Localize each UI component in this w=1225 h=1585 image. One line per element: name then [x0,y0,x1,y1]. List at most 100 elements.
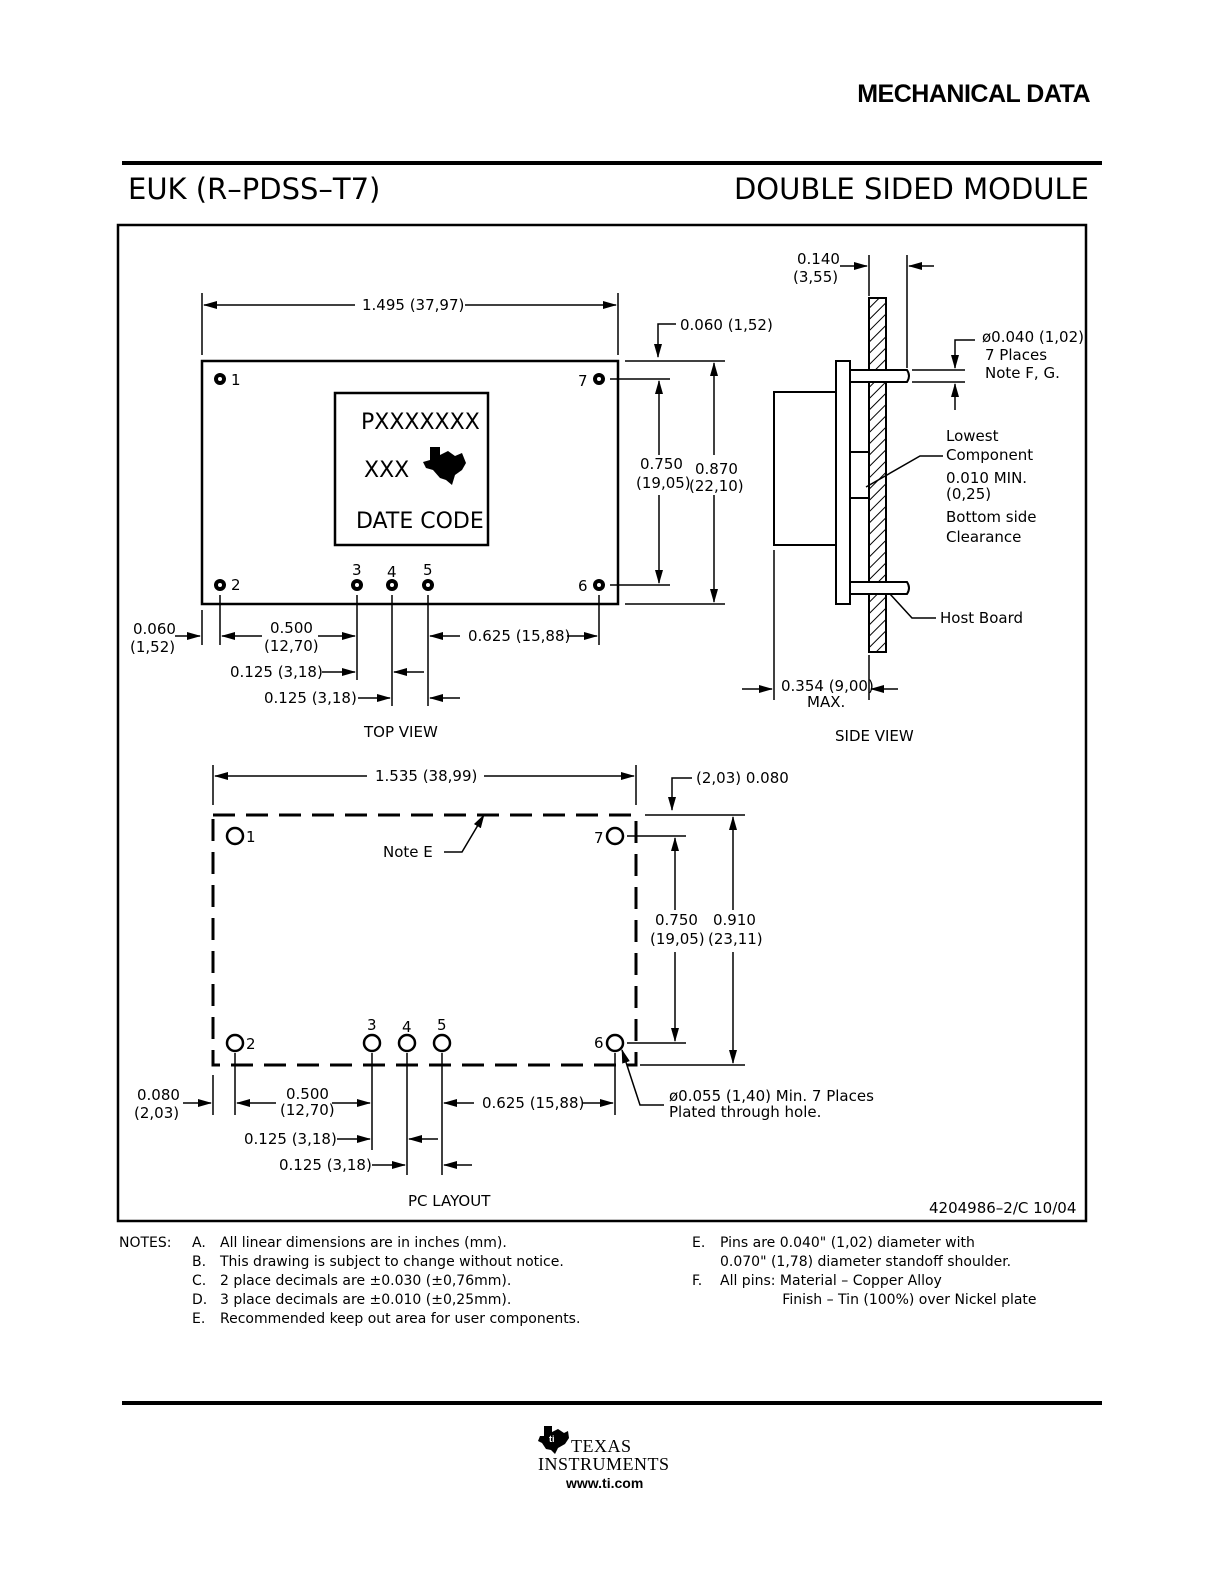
brand-line-1: TEXAS [571,1436,632,1456]
pc-dim-125-a: 0.125 (3,18) [244,1130,337,1148]
hole-2 [225,1033,245,1053]
hole-note-1: ø0.055 (1,40) Min. 7 Places [669,1087,874,1105]
pin-dia-1: ø0.040 (1,02) [982,328,1084,346]
note-letter: E. [192,1311,206,1327]
note-letter: C. [192,1273,207,1289]
pc-pin-label-5: 5 [437,1016,447,1034]
dim-140-mm: (3,55) [793,268,838,286]
note-f-cont: Finish – Tin (100%) over Nickel plate [692,1291,1037,1310]
pc-dim-500: 0.500 [286,1085,329,1103]
note-text: 0.070" (1,78) diameter standoff shoulder… [720,1254,1012,1270]
hole-note-2: Plated through hole. [669,1103,821,1121]
keep-out-area [211,813,638,1067]
dim-left-060-mm: (1,52) [130,638,175,656]
svg-text:ti: ti [549,1434,555,1444]
pc-dim-width: 1.535 (38,99) [375,767,477,785]
note-text: Pins are 0.040" (1,02) diameter with [720,1235,975,1251]
pin-label-4: 4 [387,563,397,581]
ti-logo-icon [423,447,466,485]
dim-125-b: 0.125 (3,18) [264,689,357,707]
dim-140: 0.140 [797,250,840,268]
pc-dim-125-b: 0.125 (3,18) [279,1156,372,1174]
note-e-pins: E. Pins are 0.040" (1,02) diameter with [692,1234,1037,1253]
marking-line-1: PXXXXXXX [361,410,480,435]
pc-dim-left-080-mm: (2,03) [134,1104,179,1122]
note-c: C. 2 place decimals are ±0.030 (±0,76mm). [192,1272,580,1291]
pin-dia-2: 7 Places [985,346,1047,364]
hole-1 [225,826,245,846]
pin-label-7: 7 [578,372,588,390]
dim-width: 1.495 (37,97) [362,296,464,314]
brand-line-2: INSTRUMENTS [538,1454,670,1474]
note-text: All linear dimensions are in inches (mm)… [220,1235,507,1251]
dim-500-mm: (12,70) [264,637,319,655]
top-rule [122,161,1102,165]
note-text: Finish – Tin (100%) over Nickel plate [720,1292,1037,1308]
dim-max: MAX. [807,693,845,711]
top-view-labels: 1 7 2 3 4 5 6 PXXXXXXX XXX DATE CODE 1.4… [130,296,773,741]
notes-right: E. Pins are 0.040" (1,02) diameter with 0… [692,1234,1037,1310]
pin-label-1: 1 [231,371,241,389]
lowest-6: Clearance [946,528,1021,546]
note-text: 3 place decimals are ±0.010 (±0,25mm). [220,1292,512,1308]
dim-500: 0.500 [270,619,313,637]
module-pcb [835,360,851,605]
hole-4 [397,1033,417,1053]
note-e-pins-cont: 0.070" (1,78) diameter standoff shoulder… [692,1253,1037,1272]
drawing-number: 4204986–2/C 10/04 [929,1199,1076,1217]
dim-750: 0.750 [640,455,683,473]
pc-dim-750-mm: (19,05) [650,930,705,948]
note-text: All pins: Material – Copper Alloy [720,1273,942,1289]
top-view-label: TOP VIEW [363,723,438,741]
lowest-4: (0,25) [946,485,991,503]
note-text: 2 place decimals are ±0.030 (±0,76mm). [220,1273,512,1289]
note-a: A.All linear dimensions are in inches (m… [192,1234,580,1253]
pc-pin-label-4: 4 [402,1018,412,1036]
host-board [868,297,887,653]
notes-left: A.All linear dimensions are in inches (m… [192,1234,580,1329]
pc-dim-left-080: 0.080 [137,1086,180,1104]
lowest-5: Bottom side [946,508,1037,526]
drawing-frame [116,223,1088,1223]
note-e: E.Recommended keep out area for user com… [192,1310,580,1329]
pin-label-2: 2 [231,576,241,594]
hole-6 [605,1033,625,1053]
top-view [175,293,725,706]
note-letter [692,1253,720,1272]
pc-dim-inset: (2,03) 0.080 [696,769,789,787]
host-board-label: Host Board [940,609,1023,627]
marking-line-3: DATE CODE [356,509,484,534]
footer-url[interactable]: www.ti.com [566,1475,644,1491]
pin-label-3: 3 [352,561,362,579]
dim-870: 0.870 [695,460,738,478]
ti-emblem-icon: ti [538,1426,569,1454]
package-type: DOUBLE SIDED MODULE [733,172,1089,206]
page-title: MECHANICAL DATA [857,80,1090,108]
note-b: B.This drawing is subject to change with… [192,1253,580,1272]
note-letter: D. [192,1292,208,1308]
dim-left-060: 0.060 [133,620,176,638]
lowest-3: 0.010 MIN. [946,469,1027,487]
pc-layout [183,765,745,1175]
module-outline [200,359,620,606]
pc-pin-label-7: 7 [594,829,604,847]
bottom-rule [122,1401,1102,1405]
lowest-2: Component [946,446,1033,464]
pc-dim-910: 0.910 [713,911,756,929]
dim-870-mm: (22,10) [689,477,744,495]
note-letter: E. [692,1235,706,1251]
pin-label-6: 6 [578,577,588,595]
note-text: This drawing is subject to change withou… [220,1254,564,1270]
package-code: EUK (R–PDSS–T7) [128,172,381,206]
pc-layout-labels: 1 7 2 3 4 5 6 1.535 (38,99) (2,03) 0.080… [134,767,1076,1217]
note-d: D. 3 place decimals are ±0.010 (±0,25mm). [192,1291,580,1310]
hole-7 [605,826,625,846]
marking-line-2: XXX [364,458,409,483]
pin-dia-3: Note F, G. [985,364,1060,382]
pc-pin-label-3: 3 [367,1016,377,1034]
dim-750-mm: (19,05) [636,474,691,492]
side-view-labels: 0.140 (3,55) ø0.040 (1,02) 7 Places Note… [781,250,1084,745]
component-body [773,391,837,546]
hole-5 [432,1033,452,1053]
side-view [742,255,975,700]
